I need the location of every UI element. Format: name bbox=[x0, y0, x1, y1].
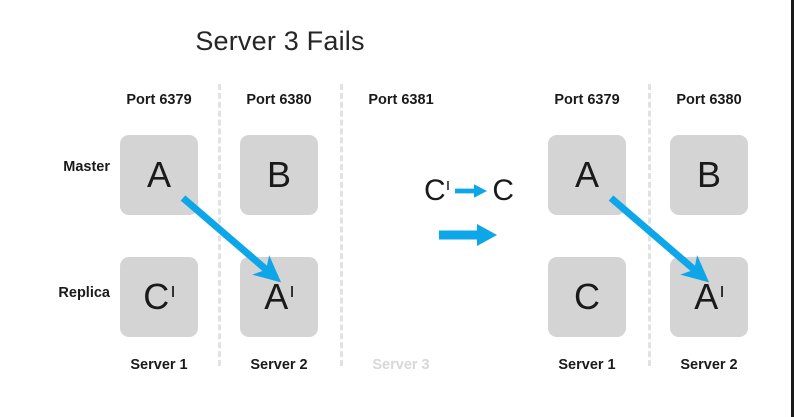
node-prime: ı bbox=[289, 280, 295, 302]
row-label-master: Master bbox=[63, 159, 110, 175]
server-label-right-0: Server 1 bbox=[558, 357, 616, 373]
legend-to-label: C bbox=[492, 174, 515, 207]
node-letter: A bbox=[146, 154, 171, 195]
right-arrow-icon bbox=[454, 183, 488, 199]
column-divider-right-1 bbox=[648, 84, 651, 366]
node-right-master-server1: A bbox=[548, 135, 626, 215]
node-letter: C bbox=[143, 276, 170, 317]
port-label-right-0: Port 6379 bbox=[554, 92, 620, 108]
row-label-replica: Replica bbox=[58, 285, 110, 301]
node-letter: B bbox=[266, 154, 291, 195]
node-right-master-server2: B bbox=[670, 135, 748, 215]
column-divider-left-2 bbox=[340, 84, 343, 366]
node-letter: C bbox=[574, 276, 600, 317]
column-divider-left-1 bbox=[218, 84, 221, 366]
legend-transition-row bbox=[437, 222, 499, 248]
node-letter: A bbox=[574, 154, 599, 195]
node-left-master-server1: A bbox=[120, 135, 198, 215]
port-label-left-0: Port 6379 bbox=[126, 92, 192, 108]
server-label-left-0: Server 1 bbox=[130, 357, 188, 373]
node-prime: ı bbox=[170, 280, 176, 302]
port-label-left-1: Port 6380 bbox=[246, 92, 312, 108]
node-letter: B bbox=[696, 154, 721, 195]
node-letter: A bbox=[264, 276, 289, 317]
node-letter: A bbox=[694, 276, 719, 317]
right-arrow-icon bbox=[437, 222, 499, 248]
server-label-left-2: Server 3 bbox=[372, 357, 430, 373]
legend-promotion-row: Cı C bbox=[424, 176, 514, 206]
node-right-replica-server2: Aı bbox=[670, 257, 748, 337]
port-label-right-1: Port 6380 bbox=[676, 92, 742, 108]
page-title: Server 3 Fails bbox=[195, 26, 365, 56]
legend-from-label: Cı bbox=[424, 174, 451, 207]
node-prime: ı bbox=[719, 280, 725, 302]
server-label-right-1: Server 2 bbox=[680, 357, 738, 373]
node-left-replica-server2: Aı bbox=[240, 257, 318, 337]
port-label-left-2: Port 6381 bbox=[368, 92, 434, 108]
node-left-replica-server1: Cı bbox=[120, 257, 198, 337]
node-right-replica-server1: C bbox=[548, 257, 626, 337]
node-left-master-server2: B bbox=[240, 135, 318, 215]
server-label-left-1: Server 2 bbox=[250, 357, 308, 373]
